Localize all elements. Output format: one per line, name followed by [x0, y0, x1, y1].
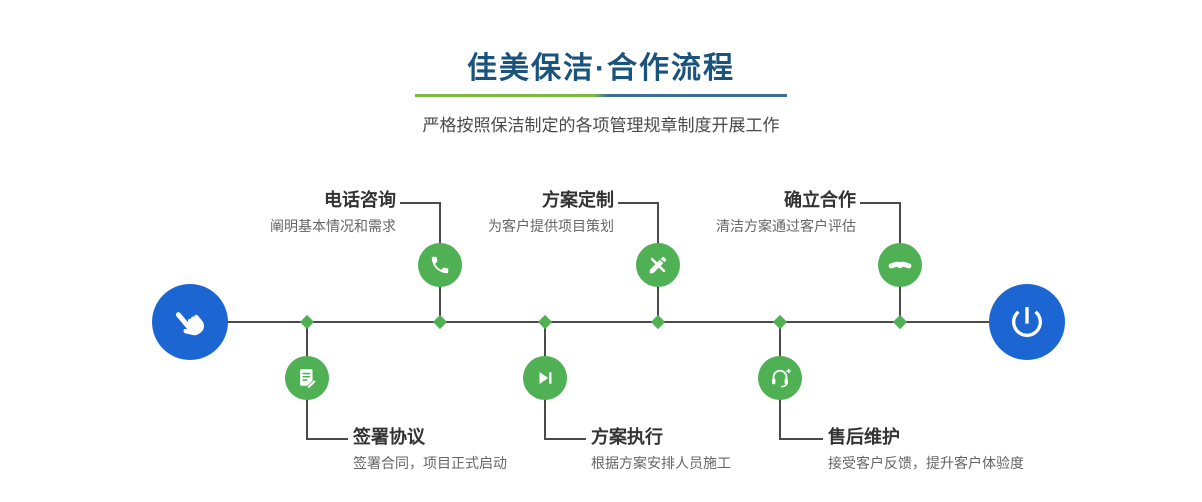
timeline-diamond — [892, 314, 908, 330]
step-desc: 签署合同，项目正式启动 — [353, 455, 507, 471]
hand-pointer-icon — [163, 295, 217, 349]
timeline-diamond — [432, 314, 448, 330]
headset-icon — [769, 367, 791, 389]
step-title: 电话咨询 — [324, 190, 396, 210]
step-desc: 清洁方案通过客户评估 — [716, 218, 856, 234]
step-label-execute: 方案执行 根据方案安排人员施工 — [591, 427, 881, 472]
step-node-cooperation — [878, 243, 922, 287]
step-desc: 阐明基本情况和需求 — [270, 218, 396, 234]
contract-icon — [296, 367, 318, 389]
step-title: 方案执行 — [591, 427, 663, 447]
connector-line — [306, 438, 348, 440]
timeline-diamond — [772, 314, 788, 330]
step-title: 方案定制 — [542, 190, 614, 210]
step-label-cooperation: 确立合作 清洁方案通过客户评估 — [606, 190, 856, 235]
step-desc: 接受客户反馈，提升客户体验度 — [828, 455, 1024, 471]
title-underline — [415, 94, 787, 97]
step-node-phone — [418, 243, 462, 287]
connector-line — [400, 202, 440, 204]
timeline-diamond — [299, 314, 315, 330]
step-desc: 根据方案安排人员施工 — [591, 455, 731, 471]
design-tools-icon — [647, 254, 669, 276]
power-icon — [1007, 302, 1047, 342]
step-title: 售后维护 — [828, 427, 900, 447]
step-desc: 为客户提供项目策划 — [488, 218, 614, 234]
step-label-design: 方案定制 为客户提供项目策划 — [364, 190, 614, 235]
end-node — [989, 284, 1065, 360]
connector-line — [618, 202, 658, 204]
step-node-contract — [285, 356, 329, 400]
step-label-phone: 电话咨询 阐明基本情况和需求 — [146, 190, 396, 235]
connector-line — [860, 202, 900, 204]
step-label-contract: 签署协议 签署合同，项目正式启动 — [353, 427, 643, 472]
timeline-diamond — [537, 314, 553, 330]
page-subtitle: 严格按照保洁制定的各项管理规章制度开展工作 — [422, 116, 780, 135]
connector-line — [544, 438, 586, 440]
step-node-aftersales — [758, 356, 802, 400]
timeline-line — [190, 321, 1028, 323]
start-node — [152, 284, 228, 360]
step-node-design — [636, 243, 680, 287]
page-title: 佳美保洁·合作流程 — [467, 52, 735, 85]
step-node-execute — [523, 356, 567, 400]
play-icon — [534, 367, 556, 389]
handshake-icon — [888, 253, 912, 277]
step-title: 确立合作 — [784, 190, 856, 210]
step-title: 签署协议 — [353, 427, 425, 447]
phone-icon — [429, 254, 451, 276]
step-label-aftersales: 售后维护 接受客户反馈，提升客户体验度 — [828, 427, 1118, 472]
timeline-diamond — [650, 314, 666, 330]
connector-line — [779, 438, 823, 440]
